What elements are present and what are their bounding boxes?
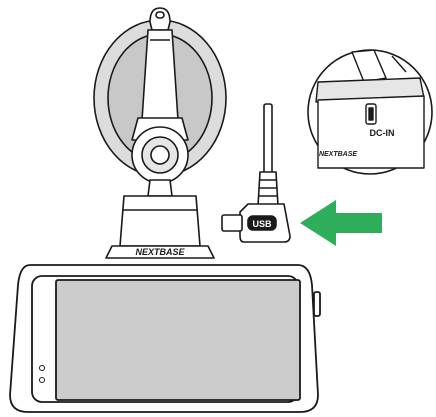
locking-lever	[141, 29, 179, 121]
side-button	[313, 291, 321, 317]
cable-strain-relief	[257, 171, 279, 207]
usb-badge	[247, 215, 277, 231]
indicator-light-2	[39, 377, 45, 383]
suction-cup-mount	[93, 7, 227, 259]
dc-in-label: DC-IN	[370, 128, 395, 138]
mount-brand-label: NEXTBASE	[135, 247, 185, 257]
dashcam-body	[9, 264, 321, 413]
inset-camera-body	[317, 95, 425, 169]
usb-plug-tip	[221, 214, 243, 232]
indicator-light-1	[39, 365, 45, 371]
mount-rail	[105, 245, 215, 259]
mount-neck	[147, 179, 173, 197]
inset-mount-arm	[351, 49, 387, 83]
release-tab	[149, 7, 171, 31]
usb-cable	[221, 103, 291, 243]
inset-brand-label: NEXTBASE	[319, 151, 357, 158]
cable-wire	[263, 103, 273, 175]
mount-base	[119, 195, 201, 247]
camera-screen	[55, 279, 301, 401]
insert-direction-arrow	[300, 200, 382, 246]
usb-connector-label: USB	[252, 219, 272, 229]
detail-inset: DC-IN NEXTBASE	[307, 49, 433, 175]
